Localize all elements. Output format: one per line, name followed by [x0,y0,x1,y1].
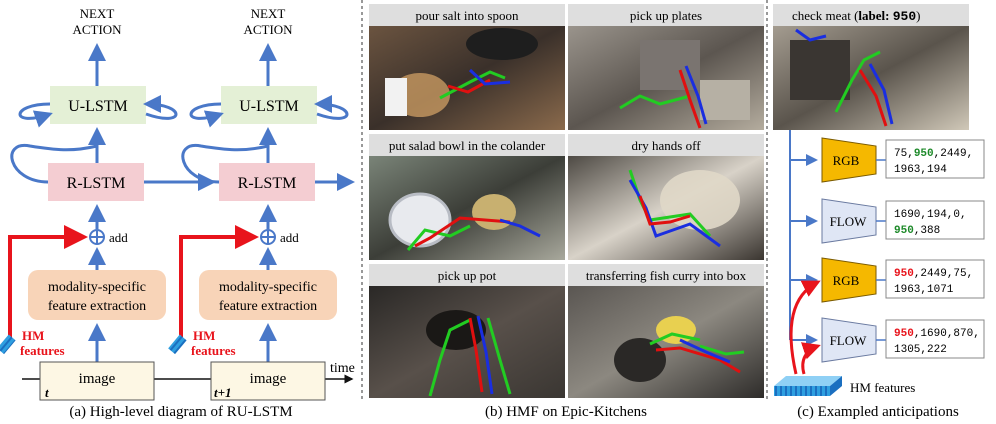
hm-label-1b: features [20,343,65,358]
encoder-3-line2: 1963,1071 [894,284,954,296]
encoder-1-line2: 1963,194 [894,164,947,176]
u-lstm-label-1: U-LSTM [68,98,128,115]
feature-box-1 [28,270,166,320]
frame-3-label: put salad bowl in the colander [389,138,546,153]
feature-label-2a: modality-specific [219,280,317,295]
next-action-label-1b: ACTION [72,22,122,37]
u-lstm-loop-left-2 [189,102,224,128]
panel-a-diagram: NEXT ACTION NEXT ACTION U-LSTM U-LSTM R-… [0,6,355,420]
add-node-2 [260,229,276,245]
add-label-2: add [280,230,299,245]
caption-a: (a) High-level diagram of RU-LSTM [69,404,292,420]
image-label-1: image [79,371,116,387]
frame-5: pick up pot [369,264,565,398]
frame-2-label: pick up plates [630,8,702,23]
image-box-2 [210,361,326,401]
feature-box-2 [199,270,337,320]
hm-features-icon [774,376,842,396]
frame-5-label: pick up pot [438,268,497,283]
hm-feature-icon-2 [168,334,187,355]
image-box-1 [39,361,155,401]
u-lstm-loop-left-1 [18,102,53,128]
add-node-1 [89,229,105,245]
r-lstm-label-1: R-LSTM [67,175,126,192]
encoder-2-label: FLOW [830,214,868,229]
u-lstm-box-1 [50,86,146,124]
encoder-4-line1: 950,1690,870, [894,328,980,340]
frame-1: pour salt into spoon [369,4,565,130]
caption-b: (b) HMF on Epic-Kitchens [485,404,647,420]
time-label: time [330,361,355,376]
encoder-2-line2: 950,388 [894,225,940,237]
hm-features-label: HM features [850,380,915,395]
frame-2: pick up plates [568,4,764,130]
next-action-label-2b: ACTION [243,22,293,37]
hm-arrow-to-flow [800,342,821,375]
hm-label-2b: features [191,343,236,358]
hm-feature-icon-1 [0,334,16,355]
anticipation-header-bg [773,4,969,26]
encoder-block-1: RGB 75,950,2449, 1963,194 [821,137,985,183]
time-step-t1: t+1 [214,385,232,400]
encoder-block-2: FLOW 1690,194,0, 950,388 [821,198,985,244]
encoder-4-line2: 1305,222 [894,344,947,356]
encoder-block-3: RGB 950,2449,75, 1963,1071 [821,257,985,303]
frame-6-label: transferring fish curry into box [586,268,747,283]
frame-3: put salad bowl in the colander [369,134,565,260]
frame-4-label: dry hands off [631,138,701,153]
r-lstm-loop-1 [10,143,98,184]
encoder-3-line1: 950,2449,75, [894,268,973,280]
u-lstm-loop-right-1 [143,95,178,120]
frame-1-label: pour salt into spoon [416,8,519,23]
encoder-2-line1: 1690,194,0, [894,209,967,221]
image-label-2: image [250,371,287,387]
add-label-1: add [109,230,128,245]
panel-b-frames: pour salt into spoon pick up plates put … [369,4,764,420]
hm-arrow-to-rgb [789,280,821,375]
hm-path-2 [179,225,259,340]
u-lstm-box-2 [221,86,317,124]
next-action-label-1: NEXT [80,6,115,21]
caption-c: (c) Exampled anticipations [797,404,959,420]
frame-6: transferring fish curry into box [568,264,764,398]
encoder-1-line1: 75,950,2449, [894,148,973,160]
r-lstm-box-1 [48,163,144,201]
time-step-t: t [45,385,49,400]
feature-label-1b: feature extraction [48,299,146,314]
frame-4: dry hands off [568,134,764,260]
r-lstm-label-2: R-LSTM [238,175,297,192]
hm-path-1 [8,225,88,340]
anticipation-stove [790,40,850,100]
hm-label-2a: HM [193,328,215,343]
r-lstm-loop-2 [181,143,269,184]
u-lstm-loop-right-2 [314,95,349,120]
encoder-4-label: FLOW [830,333,868,348]
panel-c-anticipations: check meat (label: 950) RGB 75,950,2449,… [773,4,985,420]
u-lstm-label-2: U-LSTM [239,98,299,115]
feature-label-2b: feature extraction [219,299,317,314]
r-lstm-box-2 [219,163,315,201]
encoder-block-4: FLOW 950,1690,870, 1305,222 [821,317,985,363]
anticipation-header: check meat (label: 950) [792,8,920,24]
encoder-3-label: RGB [833,273,860,288]
hm-label-1a: HM [22,328,44,343]
feature-label-1a: modality-specific [48,280,146,295]
encoder-1-label: RGB [833,153,860,168]
next-action-label-2: NEXT [251,6,286,21]
